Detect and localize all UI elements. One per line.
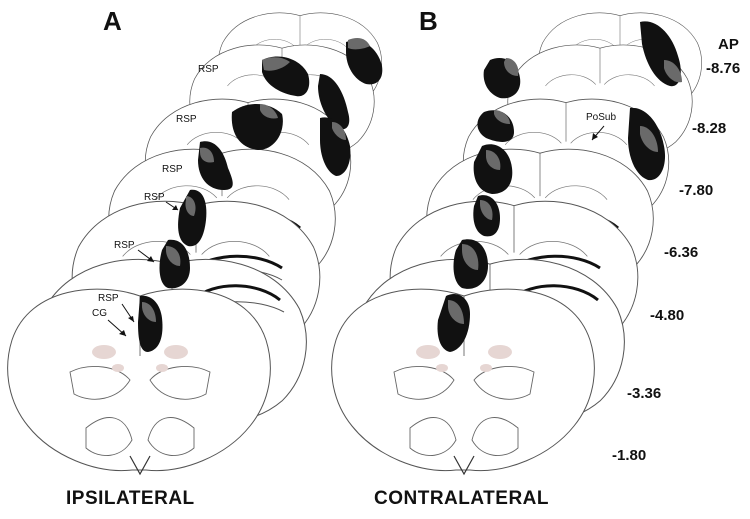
rsp-label-1: RSP — [198, 64, 219, 75]
ap-level-3: -7.80 — [679, 182, 714, 199]
ap-level-7: -1.80 — [612, 447, 647, 464]
rsp-label-2: RSP — [176, 114, 197, 125]
contralateral-caption: CONTRALATERAL — [374, 488, 550, 509]
right-lesions — [437, 21, 682, 352]
panel-a-letter: A — [103, 6, 122, 36]
left-section-ap-7 — [7, 288, 271, 476]
ap-level-5: -4.80 — [650, 307, 685, 324]
rsp-label-6: RSP — [98, 293, 119, 304]
right-section-ap-7 — [331, 288, 595, 476]
ipsilateral-caption: IPSILATERAL — [66, 488, 195, 509]
rsp-label-4: RSP — [144, 192, 165, 203]
ap-level-2: -8.28 — [692, 120, 727, 137]
ap-axis-title: AP — [718, 36, 739, 53]
ap-level-4: -6.36 — [664, 244, 699, 261]
panel-b-letter: B — [419, 6, 438, 36]
right-annotations: PoSub — [586, 112, 616, 141]
ap-level-1: -8.76 — [706, 60, 741, 77]
left-lesions — [138, 38, 383, 352]
ap-level-6: -3.36 — [627, 385, 662, 402]
rsp-label-3: RSP — [162, 164, 183, 175]
cg-label: CG — [92, 308, 107, 319]
rsp-label-5: RSP — [114, 240, 135, 251]
left-annotations: RSP RSP RSP RSP RSP RSP CG — [92, 64, 219, 337]
posub-label: PoSub — [586, 112, 616, 123]
